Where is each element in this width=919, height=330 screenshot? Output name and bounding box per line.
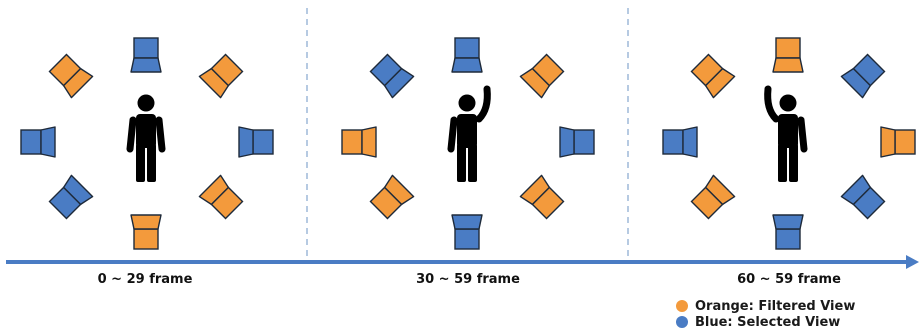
camera-top-right-orange <box>519 53 565 99</box>
camera-right-orange <box>880 126 916 158</box>
camera-top-orange <box>772 37 804 73</box>
camera-left-orange <box>341 126 377 158</box>
frame-label-2: 30 ~ 59 frame <box>416 272 520 287</box>
camera-bottom-blue <box>451 214 483 250</box>
camera-bottom-right-orange <box>198 174 244 220</box>
camera-top-blue <box>451 37 483 73</box>
camera-right-blue <box>238 126 274 158</box>
camera-bottom-blue <box>772 214 804 250</box>
camera-left-blue <box>20 126 56 158</box>
person-figure-neutral <box>126 94 166 182</box>
legend-item-selected: Blue: Selected View <box>676 314 840 330</box>
person-figure-left-arm-raised <box>764 85 808 182</box>
camera-bottom-left-blue <box>48 174 94 220</box>
camera-top-left-orange <box>690 53 736 99</box>
camera-bottom-left-orange <box>690 174 736 220</box>
panel-1 <box>20 37 274 250</box>
camera-top-right-blue <box>840 53 886 99</box>
legend-label-filtered: Orange: Filtered View <box>695 298 856 314</box>
orange-dot-icon <box>676 300 688 312</box>
camera-bottom-left-orange <box>369 174 415 220</box>
camera-top-left-orange <box>48 53 94 99</box>
camera-top-left-blue <box>369 53 415 99</box>
panel-2 <box>341 37 595 250</box>
frame-label-1: 0 ~ 29 frame <box>97 272 193 287</box>
panel-3 <box>662 37 916 250</box>
frame-label-3: 60 ~ 59 frame <box>737 272 841 287</box>
legend-label-selected: Blue: Selected View <box>695 314 841 330</box>
camera-top-right-orange <box>198 53 244 99</box>
person-figure-right-arm-raised <box>447 85 491 182</box>
camera-bottom-right-orange <box>519 174 565 220</box>
camera-right-blue <box>559 126 595 158</box>
blue-dot-icon <box>676 316 688 328</box>
camera-left-blue <box>662 126 698 158</box>
camera-bottom-orange <box>130 214 162 250</box>
camera-bottom-right-blue <box>840 174 886 220</box>
camera-top-blue <box>130 37 162 73</box>
legend-item-filtered: Orange: Filtered View <box>676 298 855 314</box>
timeline-arrow <box>6 255 919 269</box>
